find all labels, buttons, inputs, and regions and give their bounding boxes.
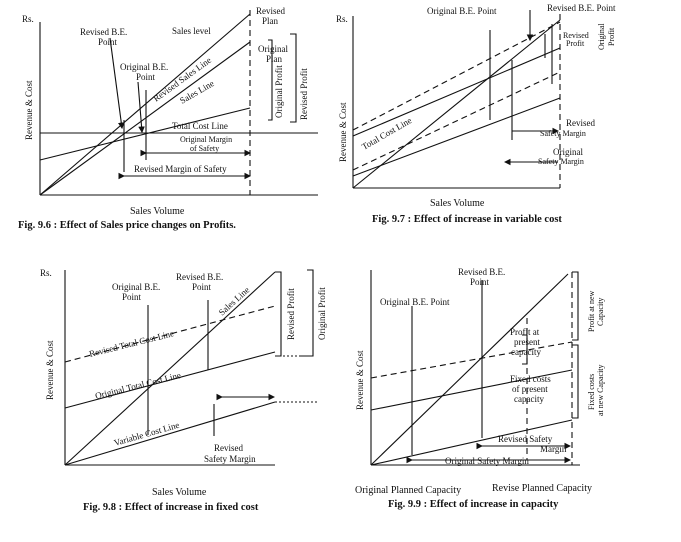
fig98-revised-total-cost-line	[64, 305, 276, 363]
fig96-sales-line	[39, 41, 251, 196]
fig97-original-be-label: Original B.E. Point	[427, 6, 497, 16]
fig97-variable-cost-line	[352, 97, 561, 177]
fig98-variable-cost-line	[64, 401, 276, 466]
fig96-total-cost-label: Total Cost Line	[172, 121, 228, 131]
fig96-revised-profit-label: Revised Profit	[299, 68, 309, 120]
fig99-profit-present-label-2: present	[514, 337, 540, 347]
fig99-variable-cost-line	[370, 419, 573, 466]
fig98-revised-profit-label: Revised Profit	[286, 288, 296, 340]
fig98-rs-label: Rs.	[40, 268, 52, 278]
fig99-fixed-new-label: Fixed costs	[587, 374, 596, 410]
fig99-y-label: Revenue & Cost	[355, 350, 365, 410]
fig99-revised-be-label: Revised B.E.	[458, 267, 505, 277]
figure-9-9: Revenue & Cost Original Planned Capacity…	[355, 267, 605, 510]
fig96-y-label: Revenue & Cost	[24, 80, 34, 140]
figure-9-6: Rs. Revenue & Cost Sales Volume Fig. 9.6…	[18, 6, 318, 231]
fig99-revised-margin-label-2: Margin	[540, 444, 567, 454]
fig96-original-plan-label-2: Plan	[266, 54, 283, 64]
fig98-revised-profit-bracket	[275, 271, 282, 357]
fig97-revised-profit-label-2: Profit	[566, 39, 585, 48]
figure-9-8: Rs. Revenue & Cost Sales Volume Fig. 9.8…	[40, 268, 327, 513]
fig97-caption: Fig. 9.7 : Effect of increase in variabl…	[372, 214, 562, 225]
fig98-x-label: Sales Volume	[152, 487, 207, 498]
fig96-original-margin-label: Original Margin	[180, 135, 232, 144]
fig97-original-profit-label-2: Profit	[607, 27, 616, 46]
fig96-revised-be-label-2: Point	[98, 37, 118, 47]
fig99-fixed-new-label-2: at new Capacity	[596, 364, 605, 416]
fig96-x-label: Sales Volume	[130, 206, 185, 217]
fig96-revised-margin-label: Revised Margin of Safety	[134, 164, 227, 174]
fig99-profit-new-label-2: Capacity	[596, 298, 605, 326]
fig96-sales-level-label: Sales level	[172, 26, 211, 36]
fig98-original-profit-label: Original Profit	[317, 287, 327, 340]
fig96-original-profit-label: Original Profit	[274, 65, 284, 118]
fig97-revised-total-cost	[352, 21, 561, 131]
fig99-total-cost-line	[370, 369, 573, 411]
fig97-revised-be-label: Revised B.E. Point	[547, 3, 616, 13]
fig98-revised-margin-label-2: Safety Margin	[204, 454, 256, 464]
fig99-revised-total-cost	[370, 341, 573, 379]
fig96-revised-be-arrow	[109, 37, 125, 130]
fig98-original-be-label: Original B.E.	[112, 282, 160, 292]
fig99-profit-present-label-3: capacity	[511, 347, 541, 357]
fig99-revised-be-label-2: Point	[470, 277, 490, 287]
fig98-sales-line	[64, 271, 276, 466]
fig99-profit-present-label: Profit at	[510, 327, 540, 337]
fig98-revised-be-label-2: Point	[192, 282, 212, 292]
fig96-revised-be-label: Revised B.E.	[80, 27, 127, 37]
fig96-original-profit-bracket	[268, 39, 273, 121]
fig98-original-be-label-2: Point	[122, 292, 142, 302]
fig99-revised-margin-label: Revised Safety	[498, 434, 553, 444]
fig98-caption: Fig. 9.8 : Effect of increase in fixed c…	[83, 502, 259, 513]
fig99-original-margin-label: Original Safety Margin	[445, 456, 529, 466]
fig96-revised-plan-label-2: Plan	[262, 16, 279, 26]
fig99-fixed-present-label: Fixed costs	[510, 374, 551, 384]
fig99-fixed-new-bracket	[572, 344, 579, 419]
fig96-original-be-label-2: Point	[136, 72, 156, 82]
fig97-total-cost-line	[352, 47, 561, 137]
fig96-original-be-arrow	[137, 81, 145, 134]
fig97-revised-margin-label: Revised	[566, 118, 595, 128]
fig96-caption: Fig. 9.6 : Effect of Sales price changes…	[18, 220, 236, 231]
fig97-revised-profit-label: Revised	[563, 31, 589, 40]
fig98-y-label: Revenue & Cost	[45, 340, 55, 400]
fig97-revised-variable-cost	[352, 71, 561, 171]
fig97-original-margin-label-2: Safety Margin	[538, 157, 584, 166]
fig99-profit-present-bracket	[522, 334, 528, 365]
fig98-original-total-cost-label: Original Total Cost Line	[94, 370, 182, 401]
fig96-revised-sales-line	[39, 13, 251, 196]
figure-9-7: Rs. Revenue & Cost Sales Volume Fig. 9.7…	[336, 3, 616, 225]
fig98-sales-line-label: Sales Line	[217, 285, 252, 318]
fig99-profit-new-label: Profit at new	[587, 290, 596, 332]
fig97-original-profit-label: Original	[597, 23, 606, 50]
fig98-revised-margin-label: Revised	[214, 443, 243, 453]
fig96-revised-plan-label: Revised	[256, 6, 285, 16]
fig99-original-be-label: Original B.E. Point	[380, 297, 450, 307]
fig97-x-label: Sales Volume	[430, 198, 485, 209]
fig99-revise-capacity-label: Revise Planned Capacity	[492, 483, 592, 494]
fig96-revised-profit-bracket	[290, 33, 297, 123]
fig98-original-total-cost-line	[64, 351, 276, 409]
fig96-original-be-label: Original B.E.	[120, 62, 168, 72]
fig97-revised-margin-label-2: Safety Margin	[540, 129, 586, 138]
fig96-total-cost-line	[39, 107, 251, 161]
fig99-original-capacity-label: Original Planned Capacity	[355, 485, 461, 496]
fig97-rs-label: Rs.	[336, 14, 348, 24]
fig98-revised-be-label: Revised B.E.	[176, 272, 223, 282]
fig97-total-cost-label: Total Cost Line	[360, 115, 413, 152]
fig99-fixed-present-label-3: capacity	[514, 394, 544, 404]
fig96-rs-label: Rs.	[22, 14, 34, 24]
fig97-original-margin-label: Original	[553, 147, 583, 157]
fig99-profit-new-bracket	[572, 271, 579, 341]
fig96-original-margin-label-2: of Safety	[190, 144, 219, 153]
fig96-original-plan-label: Original	[258, 44, 288, 54]
fig97-y-label: Revenue & Cost	[338, 102, 348, 162]
fig98-revised-total-cost-label: Revised Total Cost Line	[88, 328, 175, 359]
fig97-sales-line	[352, 19, 561, 189]
fig99-caption: Fig. 9.9 : Effect of increase in capacit…	[388, 499, 559, 510]
fig98-original-profit-bracket	[300, 269, 314, 357]
fig99-sales-line	[370, 273, 569, 466]
fig99-fixed-present-label-2: of present	[512, 384, 548, 394]
